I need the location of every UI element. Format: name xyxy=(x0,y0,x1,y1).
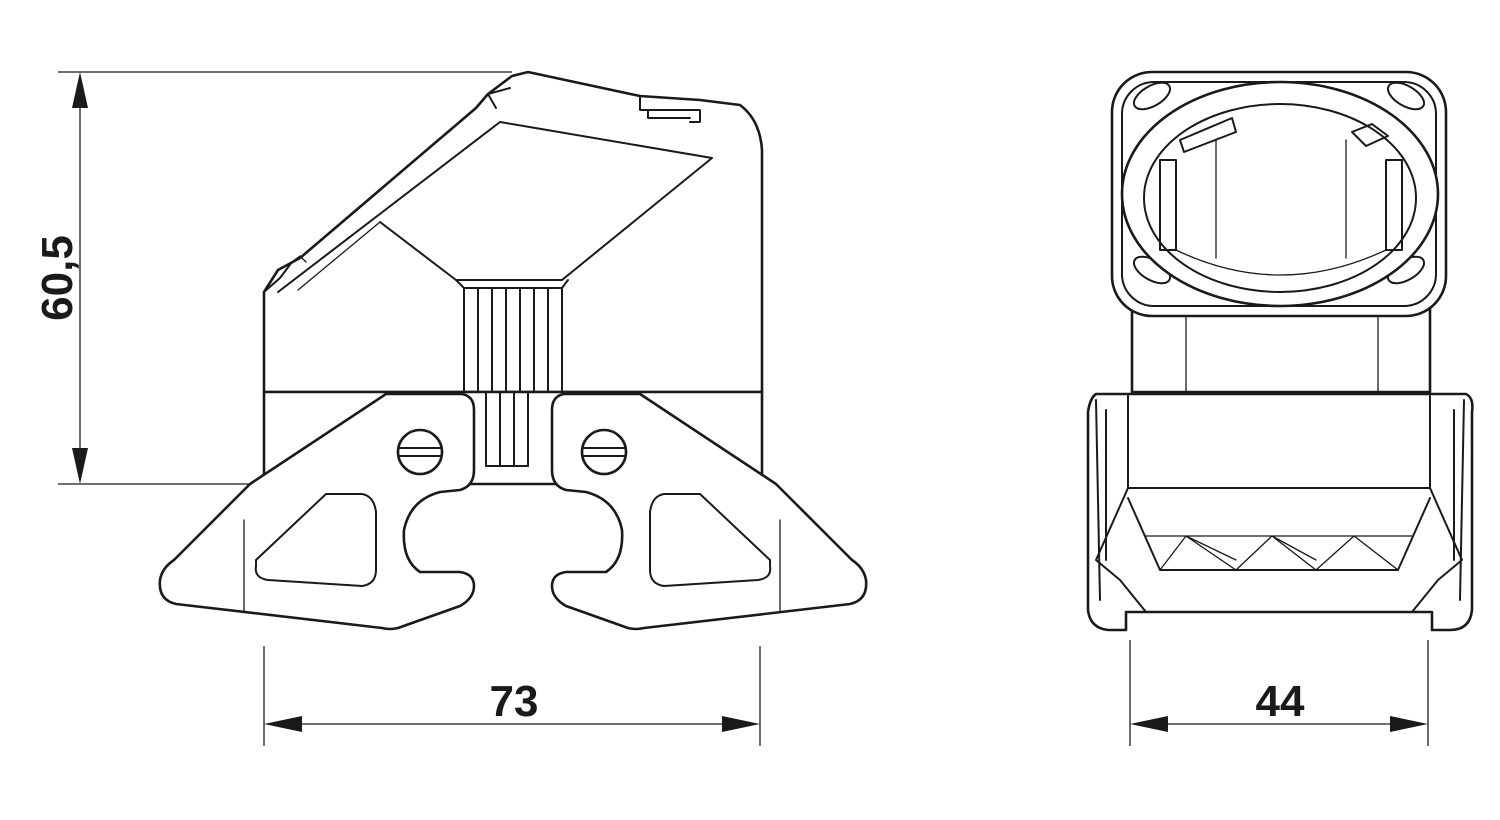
flange-right xyxy=(550,392,868,631)
front-ring-outer xyxy=(1120,80,1440,308)
front-base-inner xyxy=(1127,395,1431,489)
dimension-width-front: 44 xyxy=(1129,640,1429,746)
screw-left xyxy=(396,428,444,476)
dimension-height-label: 60,5 xyxy=(33,235,82,321)
flange-right-window xyxy=(649,493,772,587)
front-base xyxy=(1086,392,1474,632)
hood-body xyxy=(262,70,764,394)
front-ring-tabs xyxy=(1179,117,1389,153)
hood-side-corner xyxy=(291,255,307,263)
hood-ribs xyxy=(463,287,563,393)
hood-slope-edge xyxy=(297,221,381,291)
side-view xyxy=(158,70,868,631)
arrow-height-top xyxy=(72,72,88,108)
front-ring-inner xyxy=(1143,103,1417,293)
base-ribs xyxy=(485,391,529,467)
hood-top-ridge xyxy=(475,87,511,109)
front-inner-walls xyxy=(1175,139,1387,276)
arrow-side-left xyxy=(264,716,302,732)
arrow-front-left xyxy=(1130,716,1168,732)
dimension-width-side-label: 73 xyxy=(490,677,539,726)
arrow-front-right xyxy=(1390,716,1428,732)
arrow-height-bottom xyxy=(72,448,88,484)
front-base-side-left xyxy=(1095,399,1107,601)
hood-left-edge xyxy=(263,261,293,293)
flange-left-window xyxy=(254,493,377,587)
dimension-height: 60,5 xyxy=(33,71,512,485)
front-base-side-right xyxy=(1453,399,1465,601)
front-view xyxy=(1086,70,1474,632)
hood-top-latch xyxy=(639,95,701,123)
dimension-width-side: 73 xyxy=(263,646,761,746)
front-truss xyxy=(1145,535,1413,571)
hood-slope-plane xyxy=(277,121,713,293)
dimension-width-front-label: 44 xyxy=(1256,677,1305,726)
flange-left xyxy=(158,392,476,631)
hood-rib-top xyxy=(455,279,569,289)
arrow-side-right xyxy=(722,716,760,732)
front-base-trap xyxy=(1095,487,1463,613)
screw-right xyxy=(580,428,628,476)
